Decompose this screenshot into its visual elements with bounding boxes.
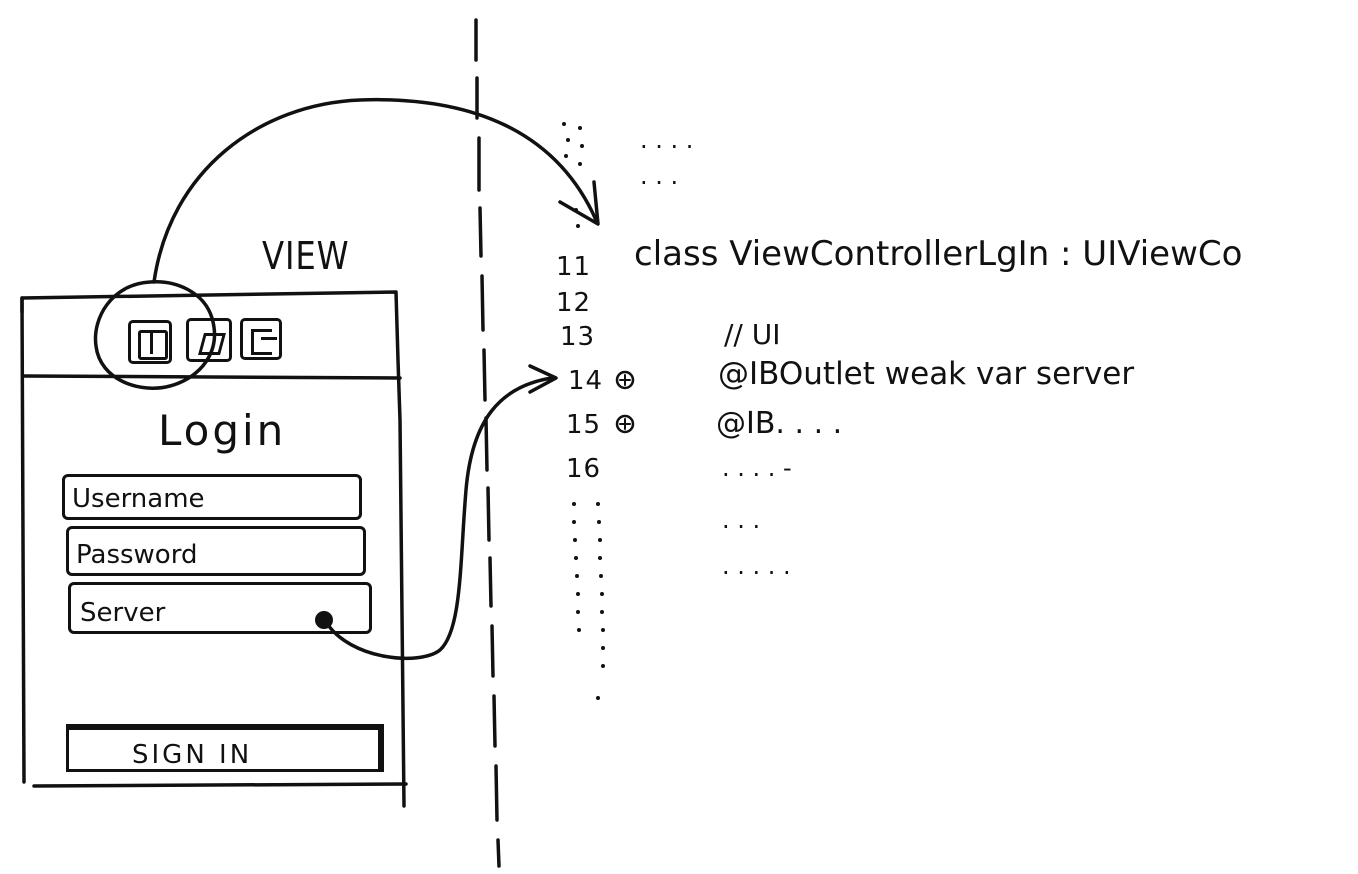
line-number-15: 15	[566, 410, 602, 440]
outlet-connected-icon	[615, 370, 635, 390]
code-line-15: @IB. . . .	[716, 406, 843, 441]
line-number-12: 12	[556, 288, 592, 318]
toolbar-bottom-line	[22, 374, 402, 380]
password-label: Password	[76, 540, 198, 570]
login-title: Login	[158, 406, 287, 455]
line-number-11: 11	[556, 252, 592, 282]
view-controller-icon[interactable]	[128, 320, 172, 364]
line-number-14: 14	[568, 366, 604, 396]
password-field[interactable]	[66, 526, 366, 576]
outlet-connected-icon	[615, 414, 635, 434]
upper-arrow-curve	[152, 97, 598, 284]
phone-bottom-line	[32, 782, 408, 788]
ellipsis-row-2: . . .	[722, 506, 761, 534]
divider-dashed-line	[474, 18, 501, 868]
connection-dot	[315, 611, 333, 629]
cube-icon[interactable]	[186, 318, 232, 362]
sign-in-button[interactable]	[66, 724, 384, 772]
server-field[interactable]	[68, 582, 372, 634]
server-label: Server	[80, 598, 166, 628]
code-line-11: class ViewControllerLgIn : UIViewCo	[634, 234, 1243, 274]
code-line-13: // UI	[724, 318, 781, 351]
ellipsis-top-b: . . .	[640, 162, 679, 190]
upper-arrow-head	[558, 180, 600, 226]
phone-frame-left	[20, 296, 26, 784]
username-field[interactable]	[62, 474, 362, 520]
ellipsis-row-3: . . . . .	[722, 552, 791, 580]
line-number-16: 16	[566, 454, 602, 484]
ellipsis-after-16: . . . . -	[722, 454, 792, 482]
line-number-13: 13	[560, 322, 596, 352]
username-label: Username	[72, 484, 205, 514]
lower-arrow-curve	[324, 376, 554, 661]
exit-icon[interactable]	[240, 318, 282, 360]
view-title: VIEW	[262, 234, 350, 278]
highlight-circle	[93, 280, 217, 390]
ellipsis-top-a: . . . .	[640, 126, 694, 154]
code-line-14: @IBOutlet weak var server	[718, 356, 1135, 392]
sign-in-label: SIGN IN	[132, 740, 253, 770]
lower-arrow-head	[528, 364, 558, 394]
